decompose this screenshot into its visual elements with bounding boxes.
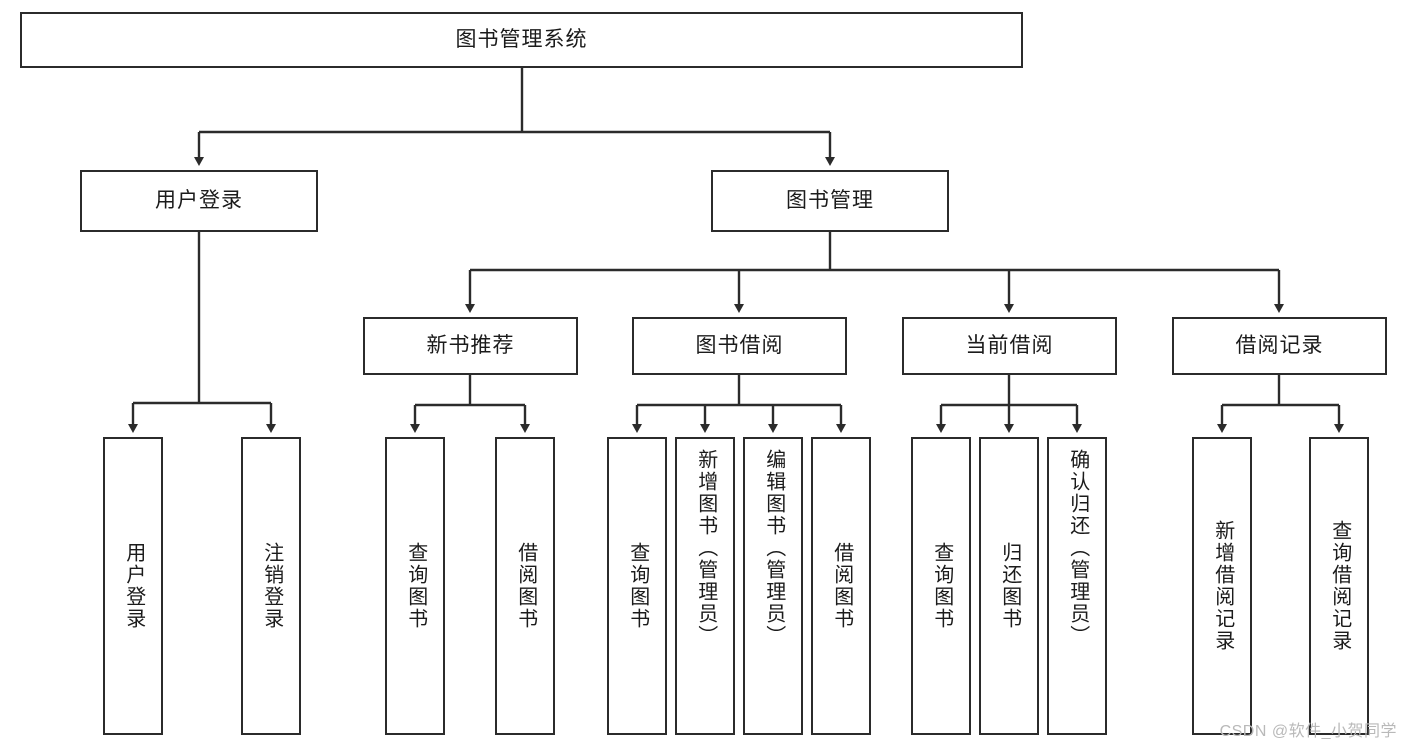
node-new-book-recommend[interactable]: 新书推荐 [363,317,578,375]
node-label: 查询借阅记录 [1328,520,1351,652]
node-label: 查询图书 [930,542,953,630]
leaf-record-query-record[interactable]: 查询借阅记录 [1309,437,1369,735]
node-label: 确认归还（管理员） [1066,449,1089,647]
node-label: 借阅图书 [830,542,853,630]
node-book-borrow[interactable]: 图书借阅 [632,317,847,375]
leaf-new-book-borrow[interactable]: 借阅图书 [495,437,555,735]
node-label: 新增借阅记录 [1211,520,1234,652]
leaf-record-add-record[interactable]: 新增借阅记录 [1192,437,1252,735]
node-label: 新书推荐 [426,334,515,358]
node-current-borrow[interactable]: 当前借阅 [902,317,1117,375]
leaf-user-login-logout[interactable]: 注销登录 [241,437,301,735]
leaf-borrow-edit-book-admin[interactable]: 编辑图书（管理员） [743,437,803,735]
leaf-user-login-login[interactable]: 用户登录 [103,437,163,735]
node-label: 注销登录 [260,542,283,630]
node-label: 查询图书 [626,542,649,630]
leaf-borrow-borrow-book[interactable]: 借阅图书 [811,437,871,735]
node-label: 图书管理系统 [455,28,588,52]
node-label: 图书借阅 [695,334,784,358]
node-label: 借阅记录 [1235,334,1324,358]
node-label: 归还图书 [998,542,1021,630]
leaf-borrow-query-book[interactable]: 查询图书 [607,437,667,735]
node-label: 编辑图书（管理员） [762,449,785,647]
leaf-current-return-book[interactable]: 归还图书 [979,437,1039,735]
node-label: 用户登录 [122,542,145,630]
leaf-new-book-query[interactable]: 查询图书 [385,437,445,735]
leaf-current-confirm-return-admin[interactable]: 确认归还（管理员） [1047,437,1107,735]
node-root-book-management-system[interactable]: 图书管理系统 [20,12,1023,68]
leaf-current-query-book[interactable]: 查询图书 [911,437,971,735]
node-label: 图书管理 [786,189,874,213]
node-borrow-record[interactable]: 借阅记录 [1172,317,1387,375]
node-label: 借阅图书 [514,542,537,630]
node-user-login[interactable]: 用户登录 [80,170,318,232]
node-label: 新增图书（管理员） [694,449,717,647]
node-label: 查询图书 [404,542,427,630]
node-label: 用户登录 [155,189,243,213]
node-label: 当前借阅 [965,334,1054,358]
node-book-management[interactable]: 图书管理 [711,170,949,232]
leaf-borrow-add-book-admin[interactable]: 新增图书（管理员） [675,437,735,735]
